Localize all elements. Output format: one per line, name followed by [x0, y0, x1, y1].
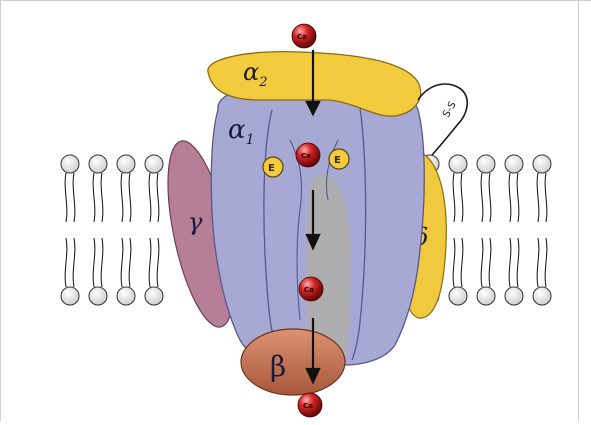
- lipid-right-bot4: [533, 238, 551, 305]
- disulfide-bond: S-S: [418, 84, 467, 155]
- lipid-left-bot0: [61, 238, 79, 305]
- lipid-group-left: [61, 155, 163, 305]
- lipid-right-top4: [533, 155, 551, 222]
- svg-text:E: E: [268, 163, 275, 174]
- alpha1-subunit: α1: [211, 86, 424, 365]
- calcium-ion-top: Ca: [292, 24, 316, 48]
- lipid-right-bot1: [449, 238, 467, 305]
- svg-text:Ca: Ca: [297, 33, 307, 41]
- lipid-right-top1: [449, 155, 467, 222]
- membrane-left: [61, 155, 163, 305]
- beta-label: β: [270, 350, 286, 383]
- calcium-ion-lower: Ca: [299, 277, 323, 301]
- calcium-ion-filter: Ca: [296, 143, 320, 167]
- lipid-right-top2: [477, 155, 495, 222]
- lipid-left-top3: [145, 155, 163, 222]
- lipid-left-top2: [117, 155, 135, 222]
- glutamate-right: E: [329, 149, 349, 169]
- lipid-right-bot2: [477, 238, 495, 305]
- svg-text:E: E: [334, 155, 341, 166]
- lipid-right-bot3: [505, 238, 523, 305]
- lipid-right-top3: [505, 155, 523, 222]
- disulfide-label: S-S: [441, 100, 459, 120]
- frame-right-line: [578, 0, 579, 421]
- lipid-left-bot3: [145, 238, 163, 305]
- svg-text:Ca: Ca: [304, 286, 314, 294]
- frame-left-line: [0, 0, 1, 421]
- svg-text:Ca: Ca: [303, 402, 313, 410]
- lipid-left-top0: [61, 155, 79, 222]
- glutamate-left: E: [263, 157, 283, 177]
- gamma-label: γ: [188, 208, 203, 236]
- lipid-left-bot2: [117, 238, 135, 305]
- frame-top-line: [0, 0, 591, 1]
- svg-text:Ca: Ca: [301, 152, 311, 160]
- beta-subunit: β: [241, 329, 345, 395]
- lipid-left-top1: [89, 155, 107, 222]
- lipid-left-bot1: [89, 238, 107, 305]
- calcium-ion-bottom: Ca: [298, 393, 322, 417]
